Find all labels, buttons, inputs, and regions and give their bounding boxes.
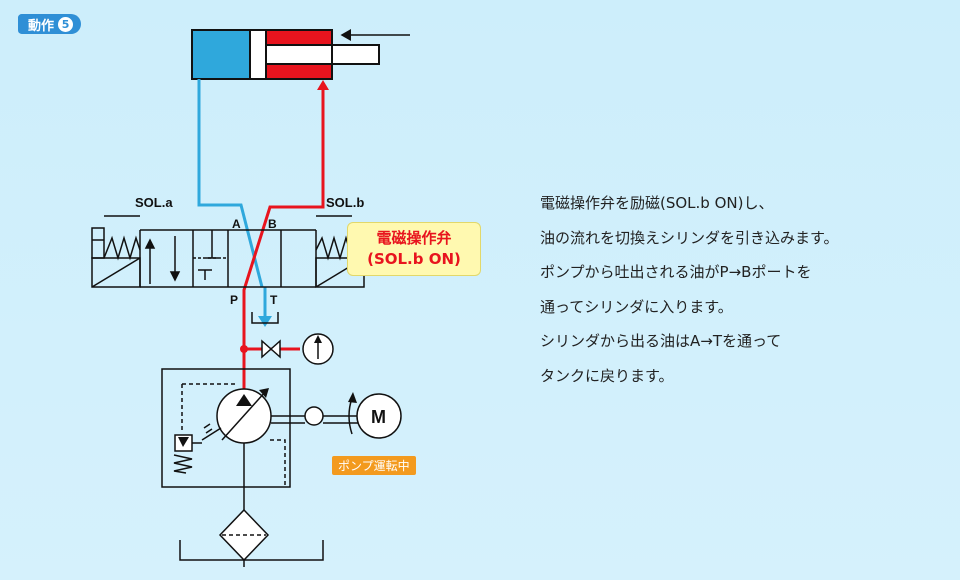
- port-a-label: A: [232, 217, 241, 231]
- step-number: 5: [58, 16, 74, 32]
- pressure-gauge-branch: [240, 333, 334, 365]
- cylinder-body: [191, 29, 333, 80]
- sol-b-label: SOL.b: [326, 195, 364, 210]
- pressure-oil-line: [242, 86, 325, 395]
- description-line: ポンプから吐出される油がP→Bポートを: [540, 263, 812, 281]
- description-line: 油の流れを切換えシリンダを引き込みます。: [540, 228, 839, 247]
- port-b-label: B: [268, 217, 277, 231]
- valve-callout-line1: 電磁操作弁: [376, 229, 452, 247]
- step-badge: 動作 5: [18, 14, 82, 34]
- valve-callout-line2: (SOL.b ON): [367, 250, 461, 268]
- description-line: 電磁操作弁を励磁(SOL.b ON)し、: [540, 194, 774, 212]
- cylinder-piston: [250, 30, 266, 79]
- solenoid-valve: [91, 215, 365, 324]
- motor-icon: [356, 393, 402, 439]
- hydraulic-cylinder: [191, 29, 410, 80]
- return-oil-line: [197, 79, 267, 320]
- pump-status-badge: ポンプ運転中: [332, 456, 416, 475]
- valve-icon: [261, 339, 281, 359]
- cylinder-rod: [266, 45, 379, 64]
- valve-callout: 電磁操作弁 (SOL.b ON): [347, 222, 481, 276]
- port-t-label: T: [270, 293, 278, 307]
- description-line: タンクに戻ります。: [540, 366, 674, 385]
- port-p-label: P: [230, 293, 238, 307]
- description-text: 電磁操作弁を励磁(SOL.b ON)し、 油の流れを切換えシリンダを引き込みます…: [540, 186, 940, 393]
- pump-unit: [161, 368, 402, 488]
- step-badge-label: 動作: [28, 18, 55, 34]
- description-line: 通ってシリンダに入ります。: [540, 297, 733, 316]
- oil-tank: [179, 540, 324, 561]
- cylinder-cap-chamber: [192, 30, 250, 79]
- tank-and-filter: [179, 487, 324, 567]
- description-line: シリンダから出る油はA→Tを通って: [540, 332, 782, 350]
- sol-a-label: SOL.a: [135, 195, 173, 210]
- motor-label: M: [371, 407, 386, 427]
